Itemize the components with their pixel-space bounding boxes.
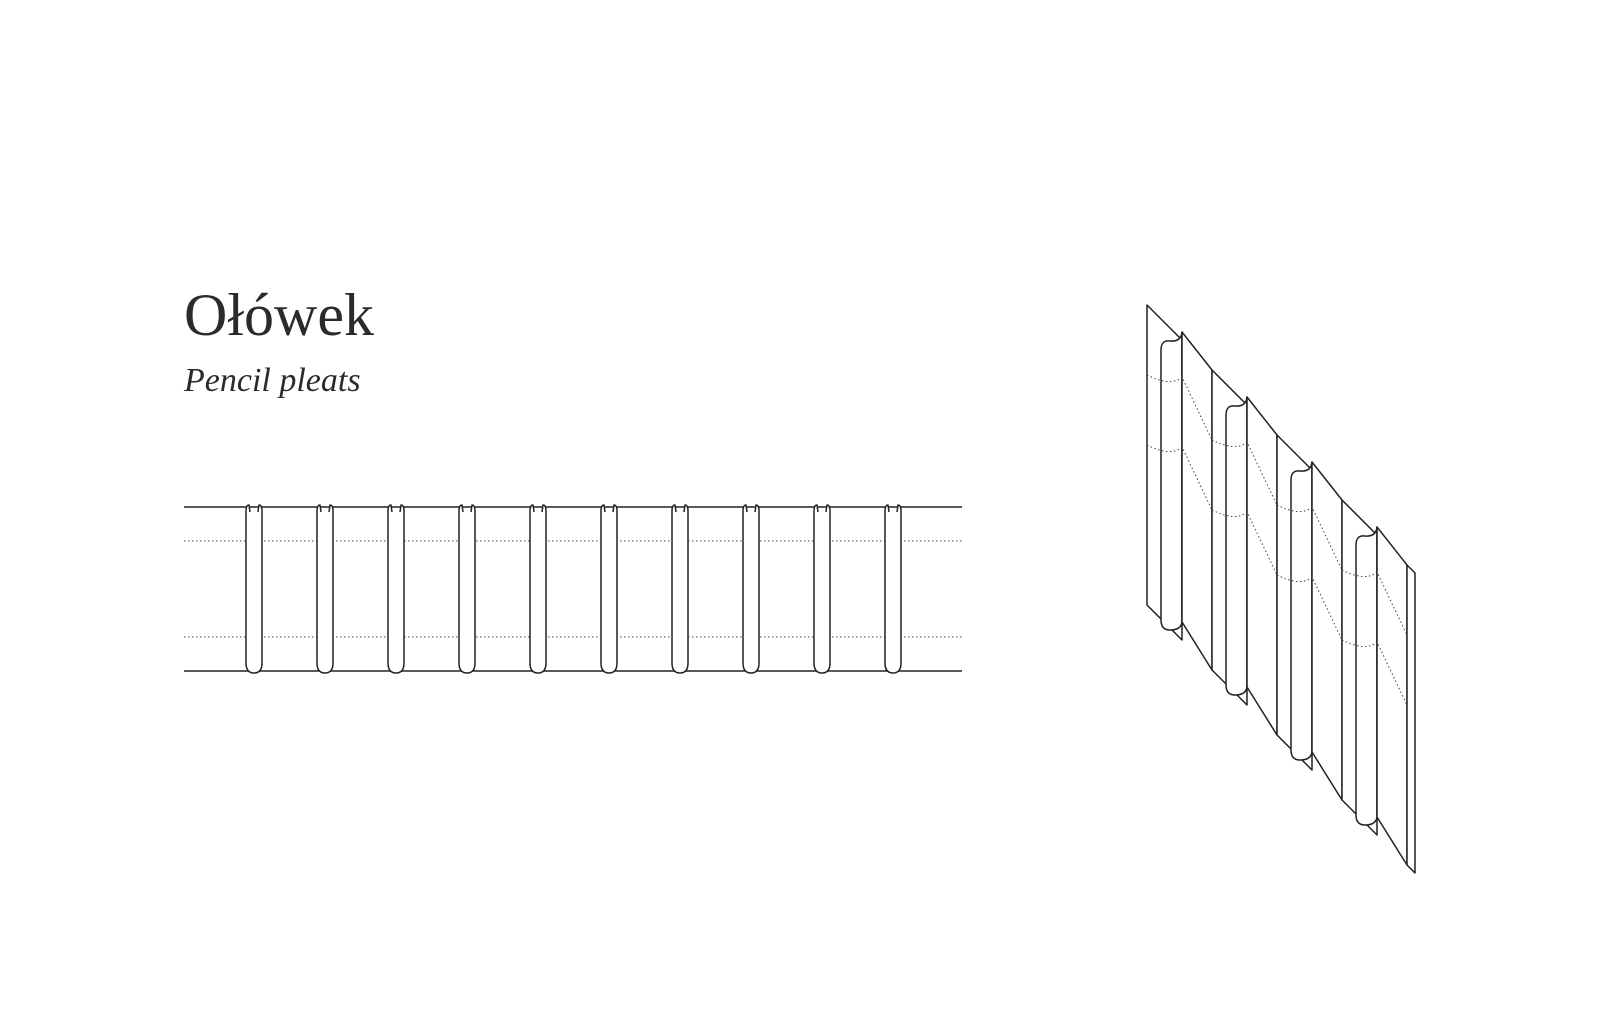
iso-pleat-tube: [1355, 526, 1378, 826]
front-pleat: [884, 504, 902, 674]
isometric-pleats: [1146, 304, 1416, 874]
iso-cord-line-upper: [1211, 439, 1278, 506]
iso-pleat-tube: [1225, 396, 1248, 696]
iso-pleat-tube: [1160, 331, 1183, 631]
iso-cord-line-lower: [1276, 574, 1343, 641]
front-pleat: [813, 504, 831, 674]
front-pleat: [316, 504, 334, 674]
iso-trailing-edge: [1406, 564, 1416, 874]
iso-pleat-tube: [1290, 461, 1313, 761]
iso-cord-line-upper: [1341, 569, 1408, 636]
title: Ołówek: [184, 282, 374, 348]
front-pleat: [600, 504, 618, 674]
front-pleat: [387, 504, 405, 674]
front-pleat: [529, 504, 547, 674]
subtitle: Pencil pleats: [184, 362, 361, 399]
iso-cord-line-lower: [1211, 509, 1278, 576]
front-pleat: [671, 504, 689, 674]
iso-cord-line-lower: [1146, 444, 1213, 511]
front-pleat: [458, 504, 476, 674]
front-pleat: [742, 504, 760, 674]
iso-cord-line-upper: [1276, 504, 1343, 571]
iso-cord-line-upper: [1146, 374, 1213, 441]
front-pleat: [245, 504, 263, 674]
iso-cord-line-lower: [1341, 639, 1408, 706]
front-view-tape: [184, 504, 962, 674]
